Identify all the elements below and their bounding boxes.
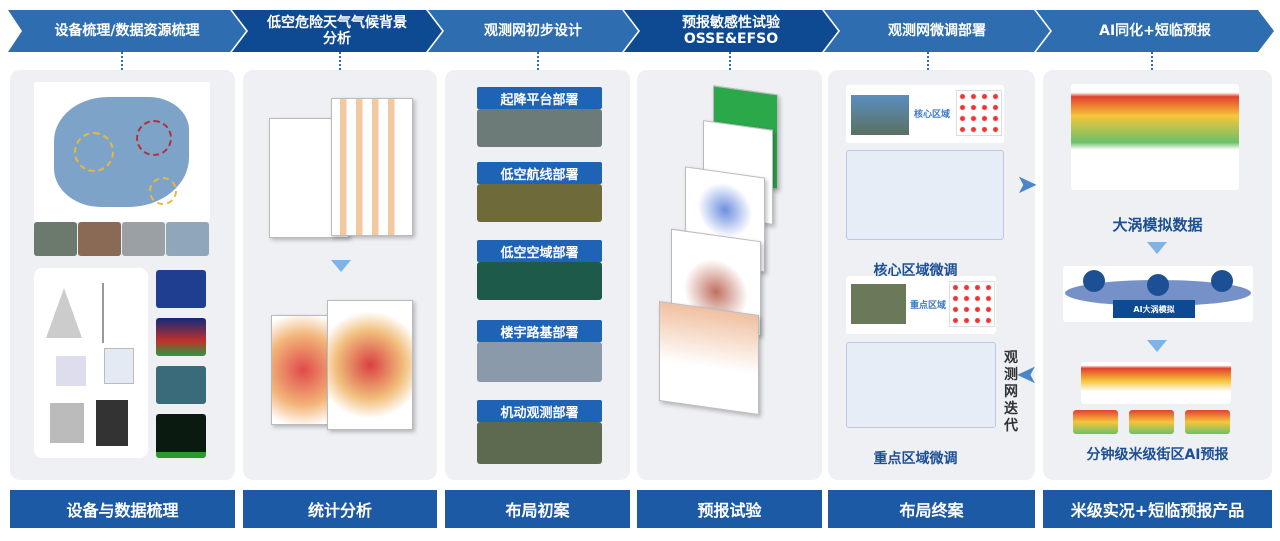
forecast-zoom [1129,410,1174,434]
arrow-right-icon: ➤ [1016,170,1038,200]
panel-finetune: 核心区域 核心区域微调 重点区域 观测网迭代 重点区域微调 [828,70,1035,480]
core-area-map: 核心区域 [846,85,1004,143]
key-area-caption: 重点区域微调 [873,451,958,467]
connector [729,52,731,74]
stage-header-1: 设备梳理/数据资源梳理 [8,10,246,52]
les-simulation-image [1071,84,1239,190]
radar-image [156,366,206,404]
key-area-map: 重点区域 [846,276,996,334]
radar-image [156,414,206,458]
satellite-image [166,222,209,256]
satellite-image [122,222,165,256]
stage-header-4: 预报敏感性试验OSSE&EFSO [624,10,838,52]
connector [1151,52,1153,74]
step-image [477,109,602,147]
stage-footer-2: 统计分析 [243,490,437,528]
connector [537,52,539,74]
connector [339,52,341,74]
forecast-zoom [1073,410,1118,434]
step-image [477,342,602,382]
connector [927,52,929,74]
step-label: 低空航线部署 [477,162,602,184]
ai-model-diagram: AI大涡模拟 [1063,266,1253,322]
key-area-instruments [846,342,996,428]
arrow-left-icon: ➤ [1016,360,1038,390]
step-image [477,262,602,300]
panel-ai: 大涡模拟数据 AI大涡模拟 分钟级米级街区AI预报 [1043,70,1272,480]
forecast-image [1081,362,1231,404]
stage-footer-4: 预报试验 [637,490,822,528]
core-area-instruments [846,150,1004,240]
stage-footer-3: 布局初案 [445,490,630,528]
satellite-image [34,222,77,256]
step-image [477,422,602,464]
stage-footer-6: 米级实况+短临预报产品 [1043,490,1272,528]
result-sheet [659,300,759,416]
step-label: 机动观测部署 [477,400,602,422]
step-image [477,184,602,222]
stage-header-2-text: 低空危险天气气候背景分析 [267,15,407,47]
key-area-tag: 重点区域 [910,301,947,311]
stage-header-4-text: 预报敏感性试验OSSE&EFSO [682,15,780,47]
china-map [34,82,210,222]
radar-image [156,270,206,308]
chart-sheet [331,98,413,236]
instrument-photos [34,268,148,458]
panel-layout: 起降平台部署 低空航线部署 低空空域部署 楼宇路基部署 机动观测部署 [445,70,630,480]
arrow-down-icon [331,260,351,272]
arrow-down-icon [1147,242,1167,254]
core-area-tag: 核心区域 [914,110,951,120]
satellite-image [78,222,121,256]
panel-statistics [243,70,437,480]
stage-header-3: 观测网初步设计 [428,10,638,52]
map-sheet [327,300,413,430]
step-label: 起降平台部署 [477,87,602,109]
core-area-caption: 核心区域微调 [873,263,958,279]
panel-forecast-test [637,70,822,480]
arrow-down-icon [1147,340,1167,352]
stage-header-6: AI同化+短临预报 [1036,10,1274,52]
forecast-caption: 分钟级米级街区AI预报 [1086,447,1229,463]
forecast-zoom [1185,410,1230,434]
stage-header-5: 观测网微调部署 [824,10,1050,52]
iterate-label: 观测网迭代 [1004,350,1018,434]
stage-footer-5: 布局终案 [828,490,1035,528]
connector [121,52,123,74]
stage-footer-1: 设备与数据梳理 [10,490,235,528]
ai-les-label: AI大涡模拟 [1113,300,1195,318]
radar-image [156,318,206,356]
panel-devices [10,70,235,480]
stage-header-2: 低空危险天气气候背景分析 [232,10,442,52]
les-caption: 大涡模拟数据 [1112,216,1203,234]
step-label: 楼宇路基部署 [477,320,602,342]
step-label: 低空空域部署 [477,240,602,262]
